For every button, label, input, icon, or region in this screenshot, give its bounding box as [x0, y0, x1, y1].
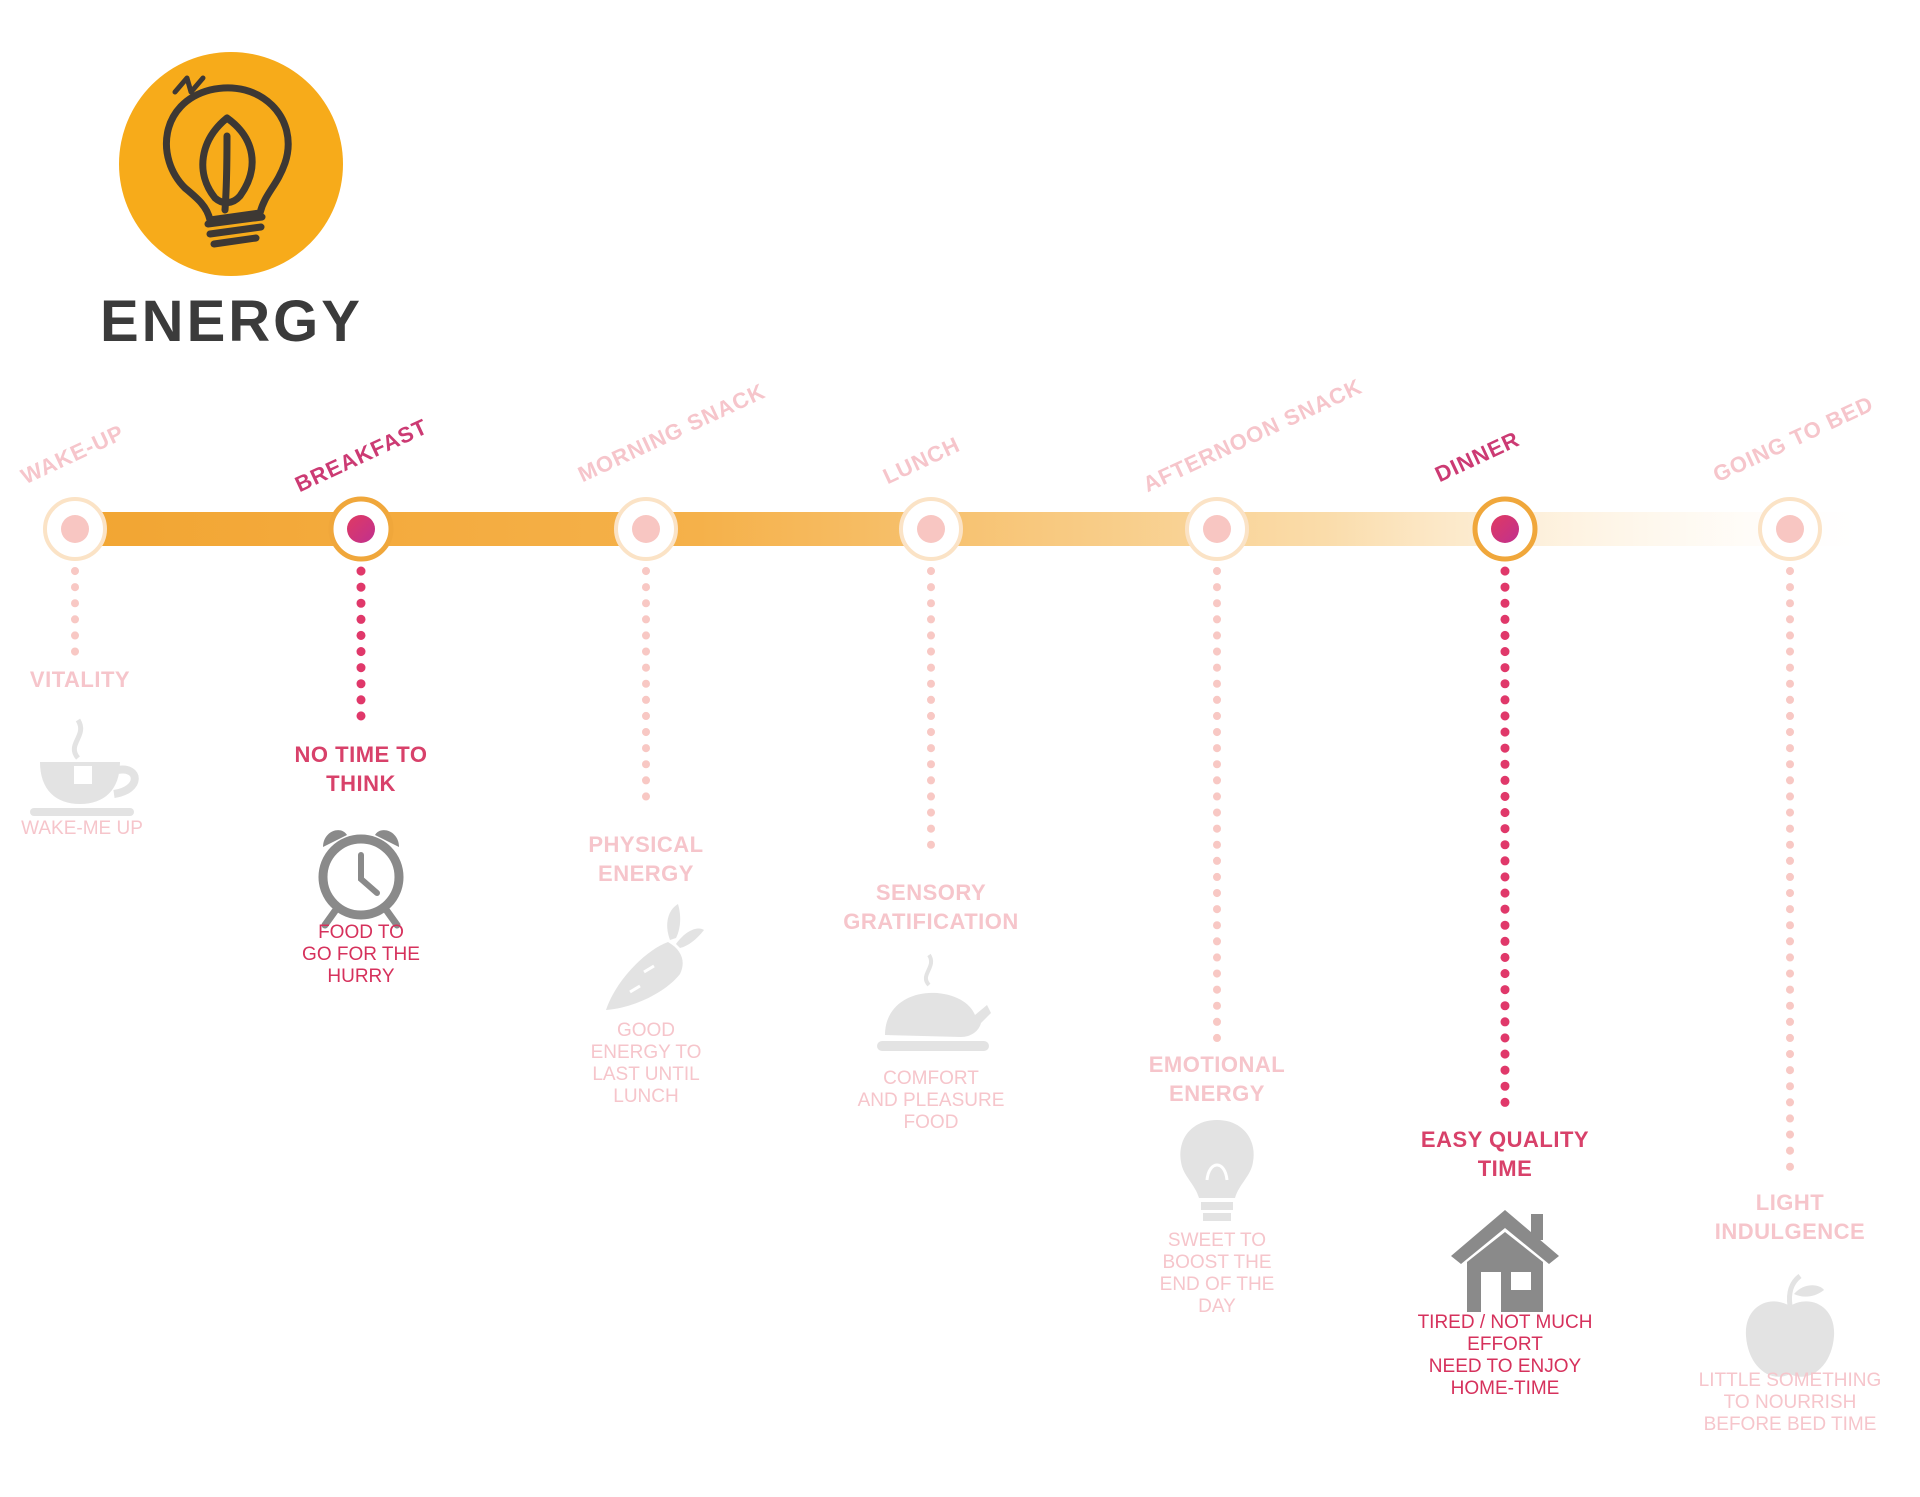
- lightbulb-leaf-icon: [162, 75, 292, 248]
- alarm-clock-icon: [318, 830, 404, 929]
- carrot-icon: [606, 904, 704, 1010]
- stage-node[interactable]: [328, 496, 394, 562]
- stage-heading: PHYSICAL ENERGY: [588, 832, 704, 886]
- stage-description: FOOD TO GO FOR THE HURRY: [302, 922, 420, 987]
- stage-description: LITTLE SOMETHING TO NOURRISH BEFORE BED …: [1698, 1370, 1882, 1435]
- stage-node[interactable]: [1758, 497, 1822, 561]
- page-title: ENERGY: [100, 289, 363, 354]
- stage-node-dot: [61, 515, 89, 543]
- lightbulb-icon: [1180, 1120, 1254, 1221]
- stage-description: SWEET TO BOOST THE END OF THE DAY: [1159, 1230, 1275, 1317]
- house-icon: [1451, 1210, 1559, 1312]
- stage-heading: SENSORY GRATIFICATION: [843, 880, 1019, 934]
- stage-node[interactable]: [43, 497, 107, 561]
- stage-node[interactable]: [899, 497, 963, 561]
- roast-chicken-icon: [877, 953, 991, 1051]
- stage-heading: VITALITY: [29, 667, 131, 692]
- stage-heading: EMOTIONAL ENERGY: [1148, 1052, 1286, 1106]
- stage-description: COMFORT AND PLEASURE FOOD: [857, 1068, 1005, 1133]
- energy-badge: [119, 52, 343, 276]
- stage-node-dot: [917, 515, 945, 543]
- stage-heading: EASY QUALITY TIME: [1420, 1127, 1590, 1181]
- stage-heading: NO TIME TO THINK: [294, 742, 428, 796]
- stage-description: WAKE-ME UP: [21, 818, 143, 839]
- stage-description: GOOD ENERGY TO LAST UNTIL LUNCH: [590, 1020, 702, 1107]
- stage-node[interactable]: [1185, 497, 1249, 561]
- stage-node-dot: [632, 515, 660, 543]
- stage-node-dot: [347, 515, 375, 543]
- stage-node-dot: [1491, 515, 1519, 543]
- stage-node[interactable]: [1472, 496, 1538, 562]
- stage-heading: LIGHT INDULGENCE: [1714, 1190, 1866, 1244]
- teacup-icon: [30, 718, 139, 816]
- stage-node-dot: [1203, 515, 1231, 543]
- stage-node[interactable]: [614, 497, 678, 561]
- stage-description: TIRED / NOT MUCH EFFORT NEED TO ENJOY HO…: [1417, 1312, 1593, 1399]
- apple-icon: [1745, 1274, 1835, 1377]
- stage-node-dot: [1776, 515, 1804, 543]
